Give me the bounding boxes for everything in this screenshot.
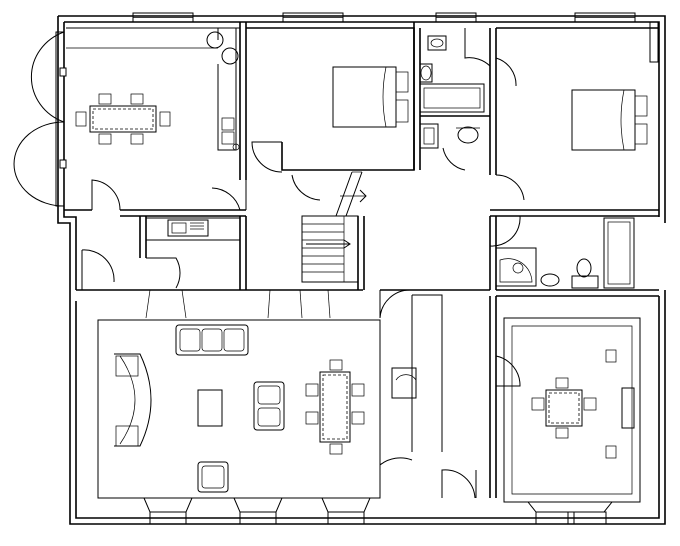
bedroom-left <box>211 66 409 211</box>
bathroom <box>419 28 491 171</box>
hall-stairs <box>291 171 367 283</box>
utility <box>81 217 241 290</box>
upper-interior-walls <box>64 22 659 297</box>
kitchen-dining <box>66 27 240 211</box>
bedroom-right <box>495 57 648 201</box>
outer-walls <box>57 15 666 525</box>
living-room <box>97 289 477 499</box>
top-windows <box>132 12 659 63</box>
bay-window-left <box>13 31 67 207</box>
ensuite-shower <box>489 215 635 289</box>
dining-room <box>489 296 641 503</box>
